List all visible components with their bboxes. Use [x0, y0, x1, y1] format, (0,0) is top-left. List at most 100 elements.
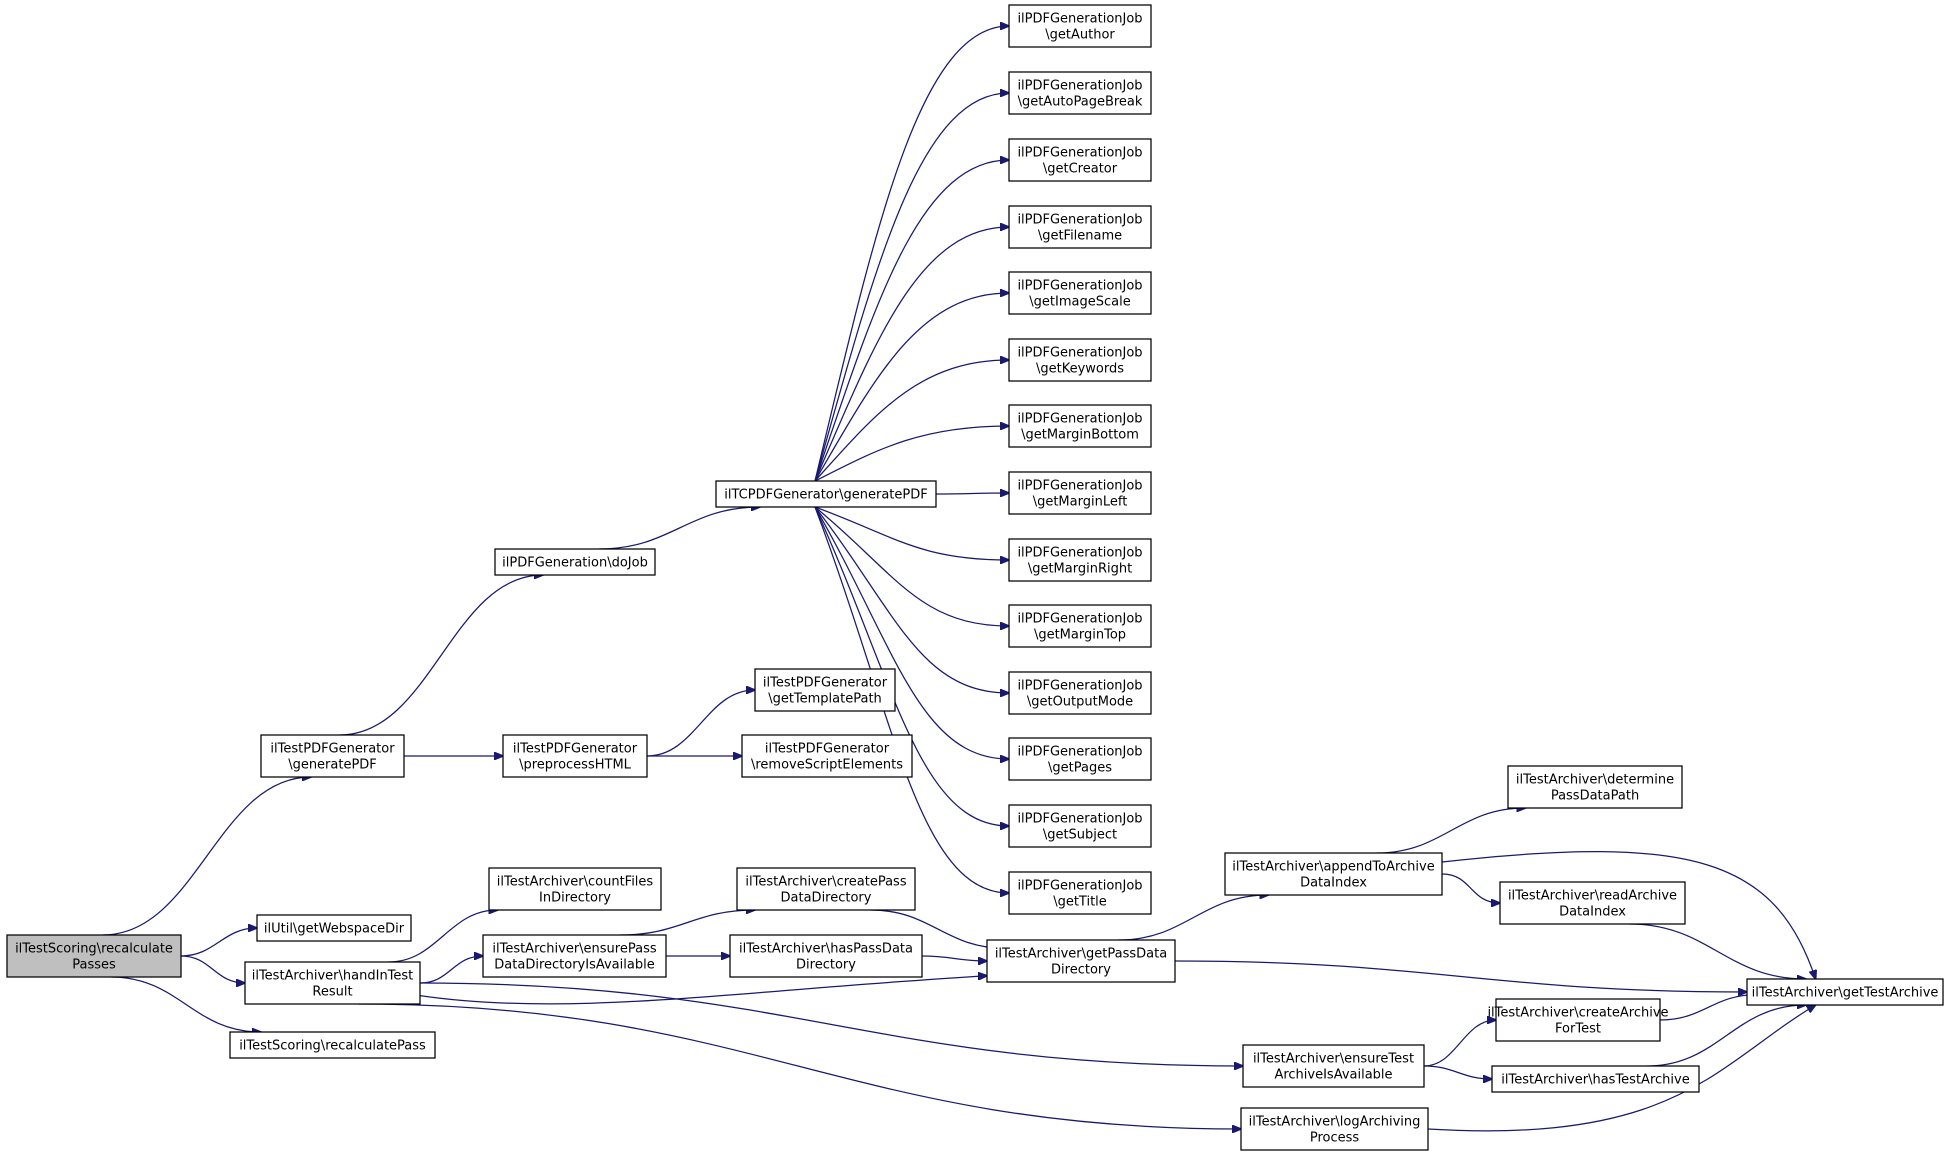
edge-arrow [419, 976, 987, 1005]
edge-arrow [620, 910, 755, 936]
edge-arrow [814, 506, 1009, 693]
node-label-line: ilPDFGenerationJob [1017, 546, 1142, 561]
edge-arrow [180, 955, 245, 983]
node-label-line: ilUtil\getWebspaceDir [264, 922, 405, 937]
node-label-line: \getSubject [1043, 828, 1117, 843]
edge-n7-to-n14 [814, 426, 1009, 482]
node-label-line: ilTestArchiver\logArchiving [1249, 1115, 1421, 1130]
edge-n28-to-n32 [1174, 960, 1747, 992]
node-label-line: ilTCPDFGenerator\generatePDF [724, 488, 927, 503]
edge-arrow [814, 506, 1009, 826]
node-label-line: ilTestScoring\recalculate [15, 942, 173, 957]
node-label-line: \getTemplatePath [768, 692, 882, 707]
edge-arrow [111, 976, 260, 1032]
node-box [1008, 737, 1152, 781]
node-iltestarchiver-gettestarchive[interactable]: ilTestArchiver\getTestArchive [1746, 978, 1944, 1006]
node-label-line: ForTest [1555, 1022, 1601, 1037]
node-box [1242, 1044, 1425, 1088]
node-iltcpdfgenerator-generatepdf[interactable]: ilTCPDFGenerator\generatePDF [715, 480, 937, 508]
node-label-line: \getMarginRight [1028, 562, 1132, 577]
node-ilpdfgenerationjob-getautopagebreak[interactable]: ilPDFGenerationJob\getAutoPageBreak [1008, 71, 1152, 115]
node-ilpdfgenerationjob-getmarginright[interactable]: ilPDFGenerationJob\getMarginRight [1008, 538, 1152, 582]
edge-arrow [1376, 808, 1526, 854]
node-ilpdfgenerationjob-getmarginbottom[interactable]: ilPDFGenerationJob\getMarginBottom [1008, 404, 1152, 448]
node-ilpdfgenerationjob-getcreator[interactable]: ilPDFGenerationJob\getCreator [1008, 138, 1152, 182]
node-label-line: ilTestPDFGenerator [270, 742, 395, 757]
node-label-line: \getImageScale [1029, 295, 1130, 310]
node-box [715, 480, 937, 508]
node-ilutil-getwebspacedir[interactable]: ilUtil\getWebspaceDir [256, 914, 412, 942]
node-label-line: Result [312, 985, 352, 1000]
node-label-line: ilPDFGenerationJob [1017, 213, 1142, 228]
node-ilpdfgeneration-dojob[interactable]: ilPDFGeneration\doJob [494, 548, 656, 576]
edge-arrow [1423, 1065, 1492, 1079]
node-label-line: ilPDFGenerationJob [1017, 146, 1142, 161]
node-label-line: \getCreator [1043, 162, 1118, 177]
node-iltestpdfgenerator-gettemplatepath[interactable]: ilTestPDFGenerator\getTemplatePath [754, 668, 896, 712]
node-ilpdfgenerationjob-getoutputmode[interactable]: ilPDFGenerationJob\getOutputMode [1008, 671, 1152, 715]
node-box [1008, 471, 1152, 515]
edge-n5-to-n7 [598, 507, 760, 550]
node-box [494, 548, 656, 576]
edge-n6-to-n22 [646, 690, 755, 757]
edge-n7-to-n18 [814, 506, 1009, 693]
edge-n31-to-n32 [1629, 923, 1806, 979]
node-ilpdfgenerationjob-getsubject[interactable]: ilPDFGenerationJob\getSubject [1008, 804, 1152, 848]
node-iltestpdfgenerator-preprocesshtml[interactable]: ilTestPDFGenerator\preprocessHTML [502, 734, 648, 778]
edge-n0-to-n4 [111, 976, 260, 1032]
node-iltestarchiver-ensurepassdatadirectoryisavailable[interactable]: ilTestArchiver\ensurePassDataDirectoryIs… [482, 934, 667, 978]
edge-arrow [1441, 850, 1816, 979]
edge-n0-to-n2 [180, 928, 257, 957]
node-box [1008, 271, 1152, 315]
edge-arrow [1647, 1005, 1806, 1067]
edge-arrow [814, 506, 1009, 759]
node-ilpdfgenerationjob-getmargintop[interactable]: ilPDFGenerationJob\getMarginTop [1008, 604, 1152, 648]
node-label-line: \preprocessHTML [519, 758, 632, 773]
node-label-line: ilTestArchiver\hasPassData [739, 942, 913, 957]
edge-arrow [814, 506, 1009, 560]
node-ilpdfgenerationjob-getmarginleft[interactable]: ilPDFGenerationJob\getMarginLeft [1008, 471, 1152, 515]
node-ilpdfgenerationjob-getfilename[interactable]: ilPDFGenerationJob\getFilename [1008, 205, 1152, 249]
node-box [1224, 852, 1443, 896]
node-ilpdfgenerationjob-getauthor[interactable]: ilPDFGenerationJob\getAuthor [1008, 4, 1152, 48]
node-box [1495, 998, 1661, 1042]
node-label-line: ilTestArchiver\handInTest [252, 969, 414, 984]
edge-arrow [814, 293, 1009, 482]
edge-arrow [419, 982, 1243, 1066]
node-iltestscoring-recalculatepass[interactable]: ilTestScoring\recalculatePass [229, 1031, 436, 1059]
node-box [488, 867, 662, 911]
edge-n3-to-n34 [419, 982, 1243, 1066]
node-box [1008, 205, 1152, 249]
node-label-line: ilTestArchiver\createArchive [1487, 1006, 1668, 1021]
edge-n28-to-n29 [1118, 895, 1269, 941]
node-label-line: ilTestArchiver\getTestArchive [1752, 986, 1939, 1001]
node-ilpdfgenerationjob-getpages[interactable]: ilPDFGenerationJob\getPages [1008, 737, 1152, 781]
node-box [1008, 138, 1152, 182]
node-ilpdfgenerationjob-gettitle[interactable]: ilPDFGenerationJob\getTitle [1008, 871, 1152, 915]
node-iltestarchiver-ensuretestarchiveisavailable[interactable]: ilTestArchiver\ensureTestArchiveIsAvaila… [1242, 1044, 1425, 1088]
node-label-line: \getMarginTop [1034, 628, 1126, 643]
edge-arrow [814, 360, 1009, 482]
edge-arrow [1441, 873, 1500, 903]
node-label-line: DataDirectoryIsAvailable [494, 958, 654, 973]
node-iltestpdfgenerator-removescriptelements[interactable]: ilTestPDFGenerator\removeScriptElements [741, 734, 913, 778]
node-iltestpdfgenerator-generatepdf[interactable]: ilTestPDFGenerator\generatePDF [260, 734, 405, 778]
node-ilpdfgenerationjob-getimagescale[interactable]: ilPDFGenerationJob\getImageScale [1008, 271, 1152, 315]
edge-arrow [388, 910, 498, 963]
node-label-line: \removeScriptElements [751, 758, 903, 773]
node-box [1008, 338, 1152, 382]
node-ilpdfgenerationjob-getkeywords[interactable]: ilPDFGenerationJob\getKeywords [1008, 338, 1152, 382]
node-iltestarchiver-hastestarchive[interactable]: ilTestArchiver\hasTestArchive [1491, 1065, 1700, 1093]
